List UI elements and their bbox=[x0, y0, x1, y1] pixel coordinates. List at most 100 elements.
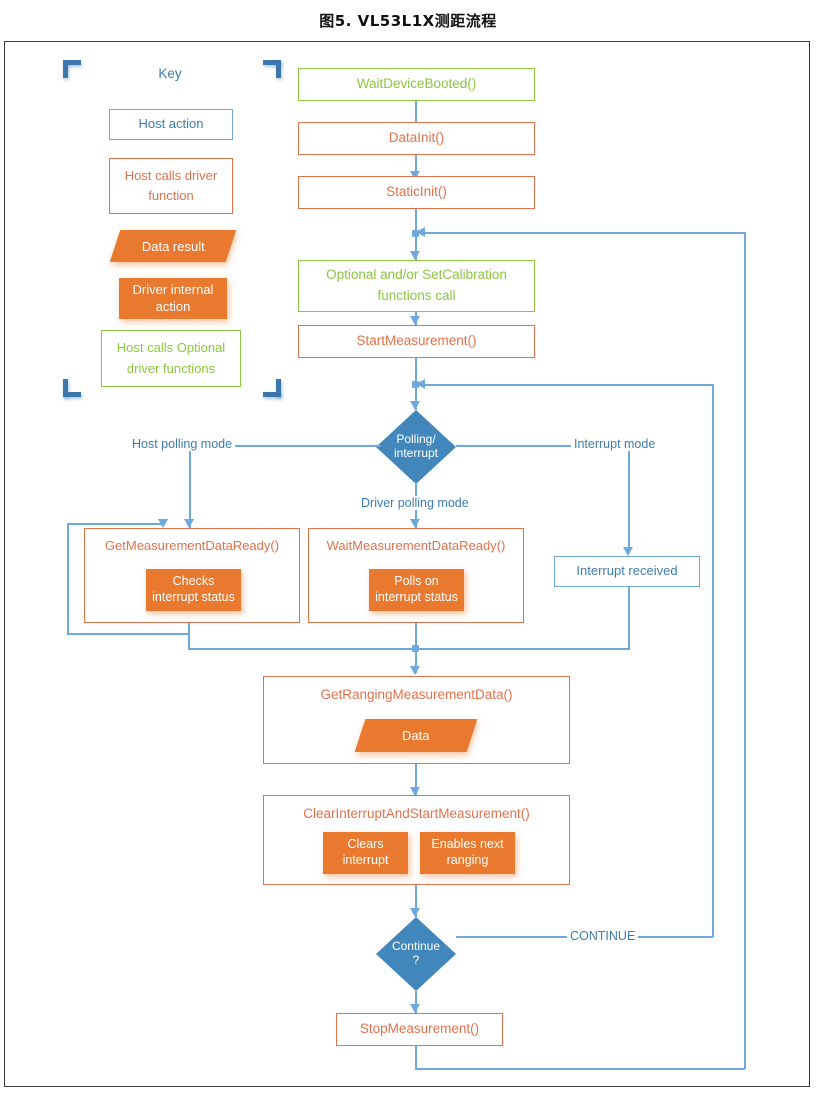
arrowhead bbox=[416, 379, 425, 389]
edge-interrupt-mode-vertical bbox=[628, 445, 630, 550]
inner-clears-interrupt: Clears interrupt bbox=[323, 832, 408, 874]
decision-label-line1: Continue bbox=[391, 939, 441, 954]
node-wait-device-booted-label: WaitDeviceBooted() bbox=[356, 76, 477, 92]
edge-getready-loop-left bbox=[67, 633, 190, 635]
key-bracket-top-right bbox=[263, 60, 281, 78]
node-clear-interrupt-and-start-measurement-label: ClearInterruptAndStartMeasurement() bbox=[303, 806, 530, 821]
key-bracket-bottom-left bbox=[63, 379, 81, 397]
decision-label-line1: Polling/ bbox=[396, 432, 436, 447]
edge-label-interrupt-mode: Interrupt mode bbox=[571, 437, 659, 451]
edge-interrupt-down-to-merge bbox=[628, 587, 630, 649]
inner-line1: Clears bbox=[347, 837, 384, 852]
key-item-data-result-label: Data result bbox=[141, 238, 205, 254]
edge-getready-down-to-merge bbox=[188, 623, 190, 650]
node-data-init-label: DataInit() bbox=[388, 130, 445, 146]
key-item-host-action-label: Host action bbox=[138, 116, 204, 132]
edge-continue-top bbox=[418, 384, 713, 386]
node-stop-measurement[interactable]: StopMeasurement() bbox=[336, 1013, 503, 1046]
inner-data-parallelogram: Data bbox=[354, 719, 478, 752]
edge-merge-to-getranging bbox=[415, 648, 417, 673]
node-interrupt-received-label: Interrupt received bbox=[576, 563, 678, 579]
inner-line1: Polls on bbox=[394, 574, 439, 589]
edge-stop-loop-up bbox=[744, 232, 746, 1069]
arrowhead bbox=[410, 171, 420, 180]
arrowhead bbox=[410, 787, 420, 796]
inner-line1: Checks bbox=[172, 574, 215, 589]
edge-waitready-down-to-merge bbox=[415, 623, 417, 650]
edge-interrupt-mode-horizontal bbox=[456, 445, 629, 447]
node-polling-interrupt-decision[interactable]: Polling/ interrupt bbox=[376, 410, 456, 484]
arrowhead bbox=[410, 251, 420, 260]
node-static-init[interactable]: StaticInit() bbox=[298, 176, 535, 209]
inner-data-label: Data bbox=[402, 728, 430, 743]
key-bracket-bottom-right bbox=[263, 379, 281, 397]
inner-line2: interrupt bbox=[342, 853, 389, 867]
edge-getready-loop-up bbox=[67, 523, 69, 634]
node-start-measurement-label: StartMeasurement() bbox=[356, 333, 477, 349]
node-interrupt-received[interactable]: Interrupt received bbox=[554, 556, 700, 587]
edge-label-continue: CONTINUE bbox=[567, 929, 639, 943]
inner-enables-next-ranging: Enables next ranging bbox=[420, 832, 515, 874]
edge-continue-vertical bbox=[712, 384, 714, 937]
edge-stop-loop-down bbox=[415, 1046, 417, 1070]
arrowhead bbox=[410, 666, 420, 675]
node-optional-setcalibration[interactable]: Optional and/or SetCalibration functions… bbox=[298, 260, 535, 312]
edge-clear-to-continue bbox=[415, 885, 417, 917]
key-item-host-calls-driver: Host calls driver function bbox=[109, 158, 233, 214]
arrowhead bbox=[410, 908, 420, 917]
edge-host-polling-horizontal bbox=[189, 445, 381, 447]
node-static-init-label: StaticInit() bbox=[386, 184, 447, 200]
junction-dot bbox=[412, 230, 419, 237]
node-clear-interrupt-and-start-measurement[interactable]: ClearInterruptAndStartMeasurement() bbox=[263, 795, 570, 885]
node-data-init[interactable]: DataInit() bbox=[298, 122, 535, 155]
key-item-host-calls-driver-label: Host calls driver function bbox=[124, 167, 218, 203]
decision-label-line2: interrupt bbox=[393, 446, 439, 460]
node-polling-interrupt-label: Polling/ interrupt bbox=[376, 410, 456, 484]
arrowhead bbox=[416, 227, 425, 237]
key-item-host-calls-optional-label: Host calls Optional driver functions bbox=[116, 340, 226, 376]
node-get-measurement-data-ready-label: GetMeasurementDataReady() bbox=[104, 538, 280, 553]
key-bracket-top-left bbox=[63, 60, 81, 78]
arrowhead bbox=[410, 1004, 420, 1013]
node-start-measurement[interactable]: StartMeasurement() bbox=[298, 325, 535, 358]
decision-label-line2: ? bbox=[412, 953, 420, 967]
key-item-data-result: Data result bbox=[109, 230, 237, 262]
edge-getranging-to-clear bbox=[415, 764, 417, 795]
edge-continue-to-stop bbox=[415, 991, 417, 1013]
inner-line2: interrupt status bbox=[152, 590, 235, 604]
edge-merge-bar bbox=[188, 648, 630, 650]
key-item-driver-internal-action: Driver internal action bbox=[119, 278, 227, 319]
inner-line1: Enables next bbox=[431, 837, 504, 852]
node-get-ranging-measurement-data-label: GetRangingMeasurementData() bbox=[320, 687, 513, 702]
edge-host-polling-vertical bbox=[189, 445, 191, 528]
key-item-driver-internal-action-label: Driver internal action bbox=[132, 282, 214, 314]
arrowhead bbox=[623, 547, 633, 556]
inner-line2: interrupt status bbox=[375, 590, 458, 604]
edge-stop-loop-right bbox=[415, 1068, 745, 1070]
node-continue-decision-label: Continue ? bbox=[376, 917, 456, 991]
node-stop-measurement-label: StopMeasurement() bbox=[359, 1021, 480, 1037]
figure-title: 图5. VL53L1X测距流程 bbox=[319, 12, 497, 30]
arrowhead bbox=[158, 519, 168, 528]
inner-checks-interrupt-status: Checks interrupt status bbox=[146, 569, 241, 611]
key-item-host-action: Host action bbox=[109, 109, 233, 140]
arrowhead bbox=[410, 401, 420, 410]
arrowhead bbox=[184, 519, 194, 528]
edge-label-host-polling-mode: Host polling mode bbox=[129, 437, 236, 451]
edge-label-driver-polling-mode: Driver polling mode bbox=[358, 496, 472, 510]
diagram-frame: Key Host action Host calls driver functi… bbox=[4, 41, 810, 1087]
arrowhead bbox=[410, 316, 420, 325]
inner-line2: ranging bbox=[446, 853, 489, 867]
arrowhead bbox=[410, 519, 420, 528]
key-title: Key bbox=[158, 66, 182, 81]
key-item-host-calls-optional: Host calls Optional driver functions bbox=[101, 330, 241, 387]
node-wait-measurement-data-ready-label: WaitMeasurementDataReady() bbox=[326, 538, 506, 553]
node-continue-decision[interactable]: Continue ? bbox=[376, 917, 456, 991]
junction-dot bbox=[412, 381, 419, 388]
node-wait-device-booted[interactable]: WaitDeviceBooted() bbox=[298, 68, 535, 101]
node-optional-setcalibration-label: Optional and/or SetCalibration functions… bbox=[326, 267, 507, 303]
edge-datainit-to-staticinit bbox=[415, 155, 417, 180]
inner-polls-on-interrupt-status: Polls on interrupt status bbox=[369, 569, 464, 611]
edge-stop-loop-top bbox=[418, 232, 745, 234]
edge-getready-loop-top bbox=[67, 523, 165, 525]
